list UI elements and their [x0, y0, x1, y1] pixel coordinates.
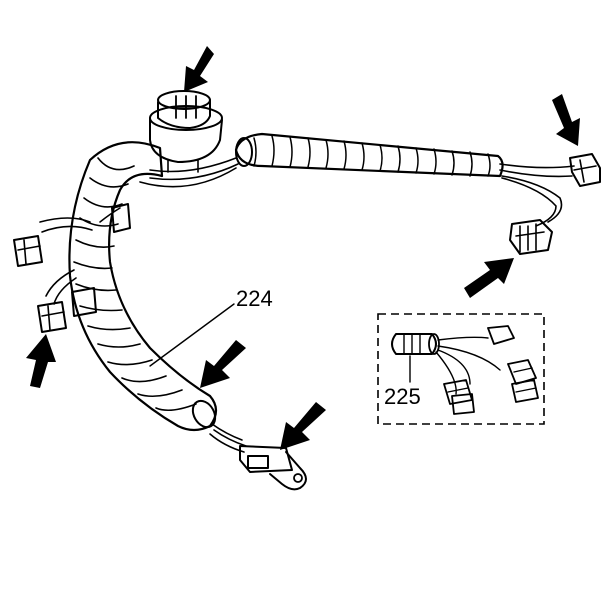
pointer-arrow-icon — [26, 334, 56, 388]
callout-label-224: 224 — [236, 286, 273, 311]
harness-trunk — [68, 141, 218, 432]
pass-through-connector — [149, 90, 223, 173]
connector-top-right — [499, 153, 601, 227]
callout-label-225: 225 — [384, 384, 421, 409]
connector-bottom-ground — [209, 423, 307, 491]
leader-line-224 — [149, 303, 235, 367]
pointer-arrow-icon — [280, 402, 326, 450]
pointer-arrow-icon — [464, 258, 514, 298]
pointer-arrow-icon — [184, 46, 214, 92]
connector-right-mid — [509, 219, 553, 255]
connector-left-upper — [13, 203, 131, 267]
connector-left-lower — [37, 269, 97, 333]
inset-sub-harness — [377, 313, 545, 425]
pointer-arrow-icon — [552, 94, 580, 146]
pointer-arrow-icon — [200, 340, 246, 388]
